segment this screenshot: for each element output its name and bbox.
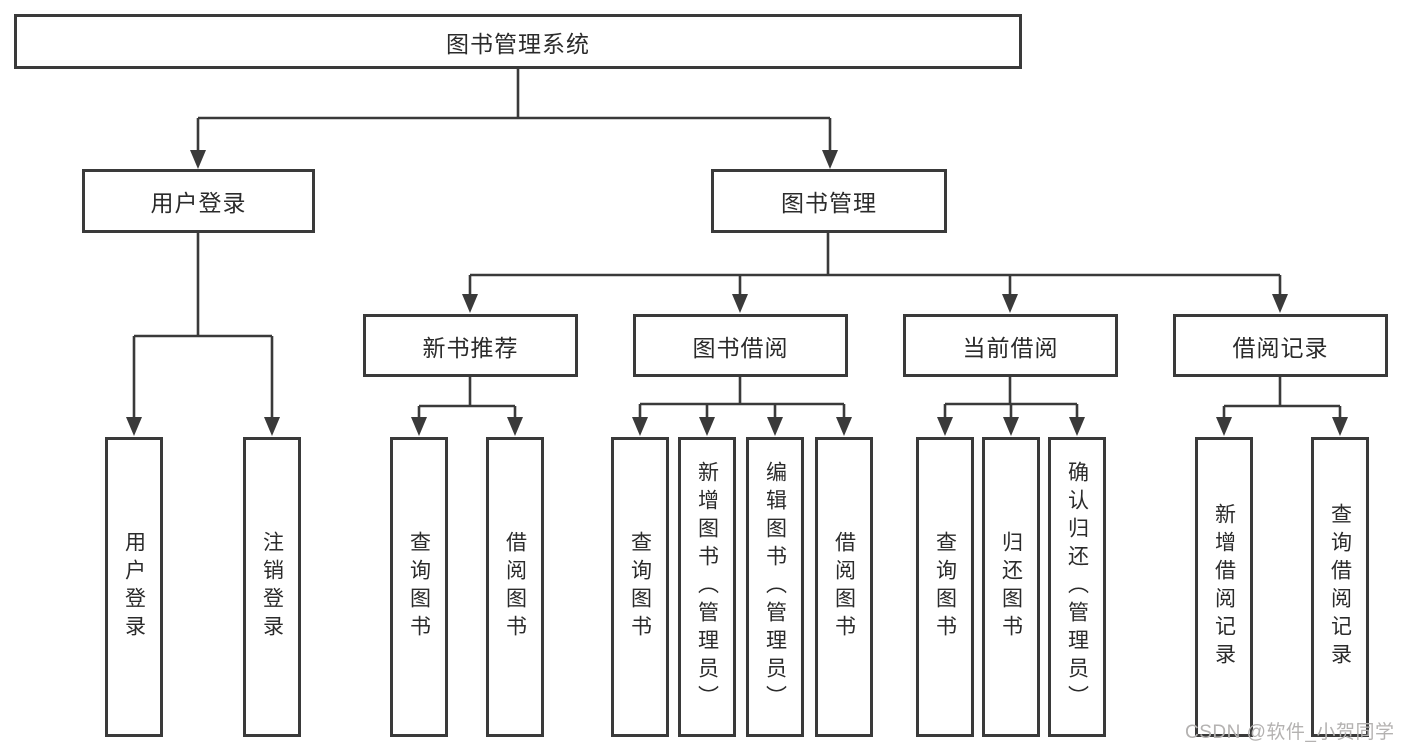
node-current-borrowing: 当前借阅 (903, 314, 1118, 377)
leaf-label: 查询图书 (407, 531, 431, 643)
leaf-label: 查询借阅记录 (1328, 503, 1352, 671)
leaf-label: 借阅图书 (503, 531, 527, 643)
leaf-label: 用户登录 (122, 531, 146, 643)
node-label: 当前借阅 (962, 334, 1059, 361)
leaf-label: 确认归还（管理员） (1065, 461, 1089, 713)
leaf-confirm-return-admin: 确认归还（管理员） (1048, 437, 1106, 737)
leaf-label: 编辑图书（管理员） (763, 461, 787, 713)
node-label: 借阅记录 (1232, 334, 1329, 361)
leaf-add-book-admin: 新增图书（管理员） (678, 437, 736, 737)
node-user-login: 用户登录 (82, 169, 315, 233)
node-book-borrowing: 图书借阅 (633, 314, 848, 377)
node-label: 图书借阅 (692, 334, 789, 361)
leaf-query-books-recommend: 查询图书 (390, 437, 448, 737)
leaf-label: 查询图书 (933, 531, 957, 643)
leaf-label: 注销登录 (260, 531, 284, 643)
csdn-watermark: CSDN @软件_小贺同学 (1185, 722, 1395, 743)
leaf-query-books-current: 查询图书 (916, 437, 974, 737)
node-new-book-recommend: 新书推荐 (363, 314, 578, 377)
leaf-label: 查询图书 (628, 531, 652, 643)
leaf-user-login: 用户登录 (105, 437, 163, 737)
node-label: 图书管理系统 (446, 30, 590, 57)
leaf-logout: 注销登录 (243, 437, 301, 737)
leaf-label: 借阅图书 (832, 531, 856, 643)
arrowheads (126, 150, 1348, 436)
leaf-return-books: 归还图书 (982, 437, 1040, 737)
node-library-management-system: 图书管理系统 (14, 14, 1022, 69)
leaf-label: 归还图书 (999, 531, 1023, 643)
node-book-management: 图书管理 (711, 169, 947, 233)
leaf-label: 新增图书（管理员） (695, 461, 719, 713)
node-borrow-records: 借阅记录 (1173, 314, 1388, 377)
leaf-label: 新增借阅记录 (1212, 503, 1236, 671)
leaf-borrow-books-recommend: 借阅图书 (486, 437, 544, 737)
leaf-query-borrow-record: 查询借阅记录 (1311, 437, 1369, 737)
node-label: 用户登录 (150, 190, 247, 216)
leaf-edit-book-admin: 编辑图书（管理员） (746, 437, 804, 737)
leaf-add-borrow-record: 新增借阅记录 (1195, 437, 1253, 737)
leaf-query-books-borrowing: 查询图书 (611, 437, 669, 737)
node-label: 图书管理 (781, 190, 877, 216)
node-label: 新书推荐 (422, 334, 519, 361)
leaf-borrow-books-borrowing: 借阅图书 (815, 437, 873, 737)
